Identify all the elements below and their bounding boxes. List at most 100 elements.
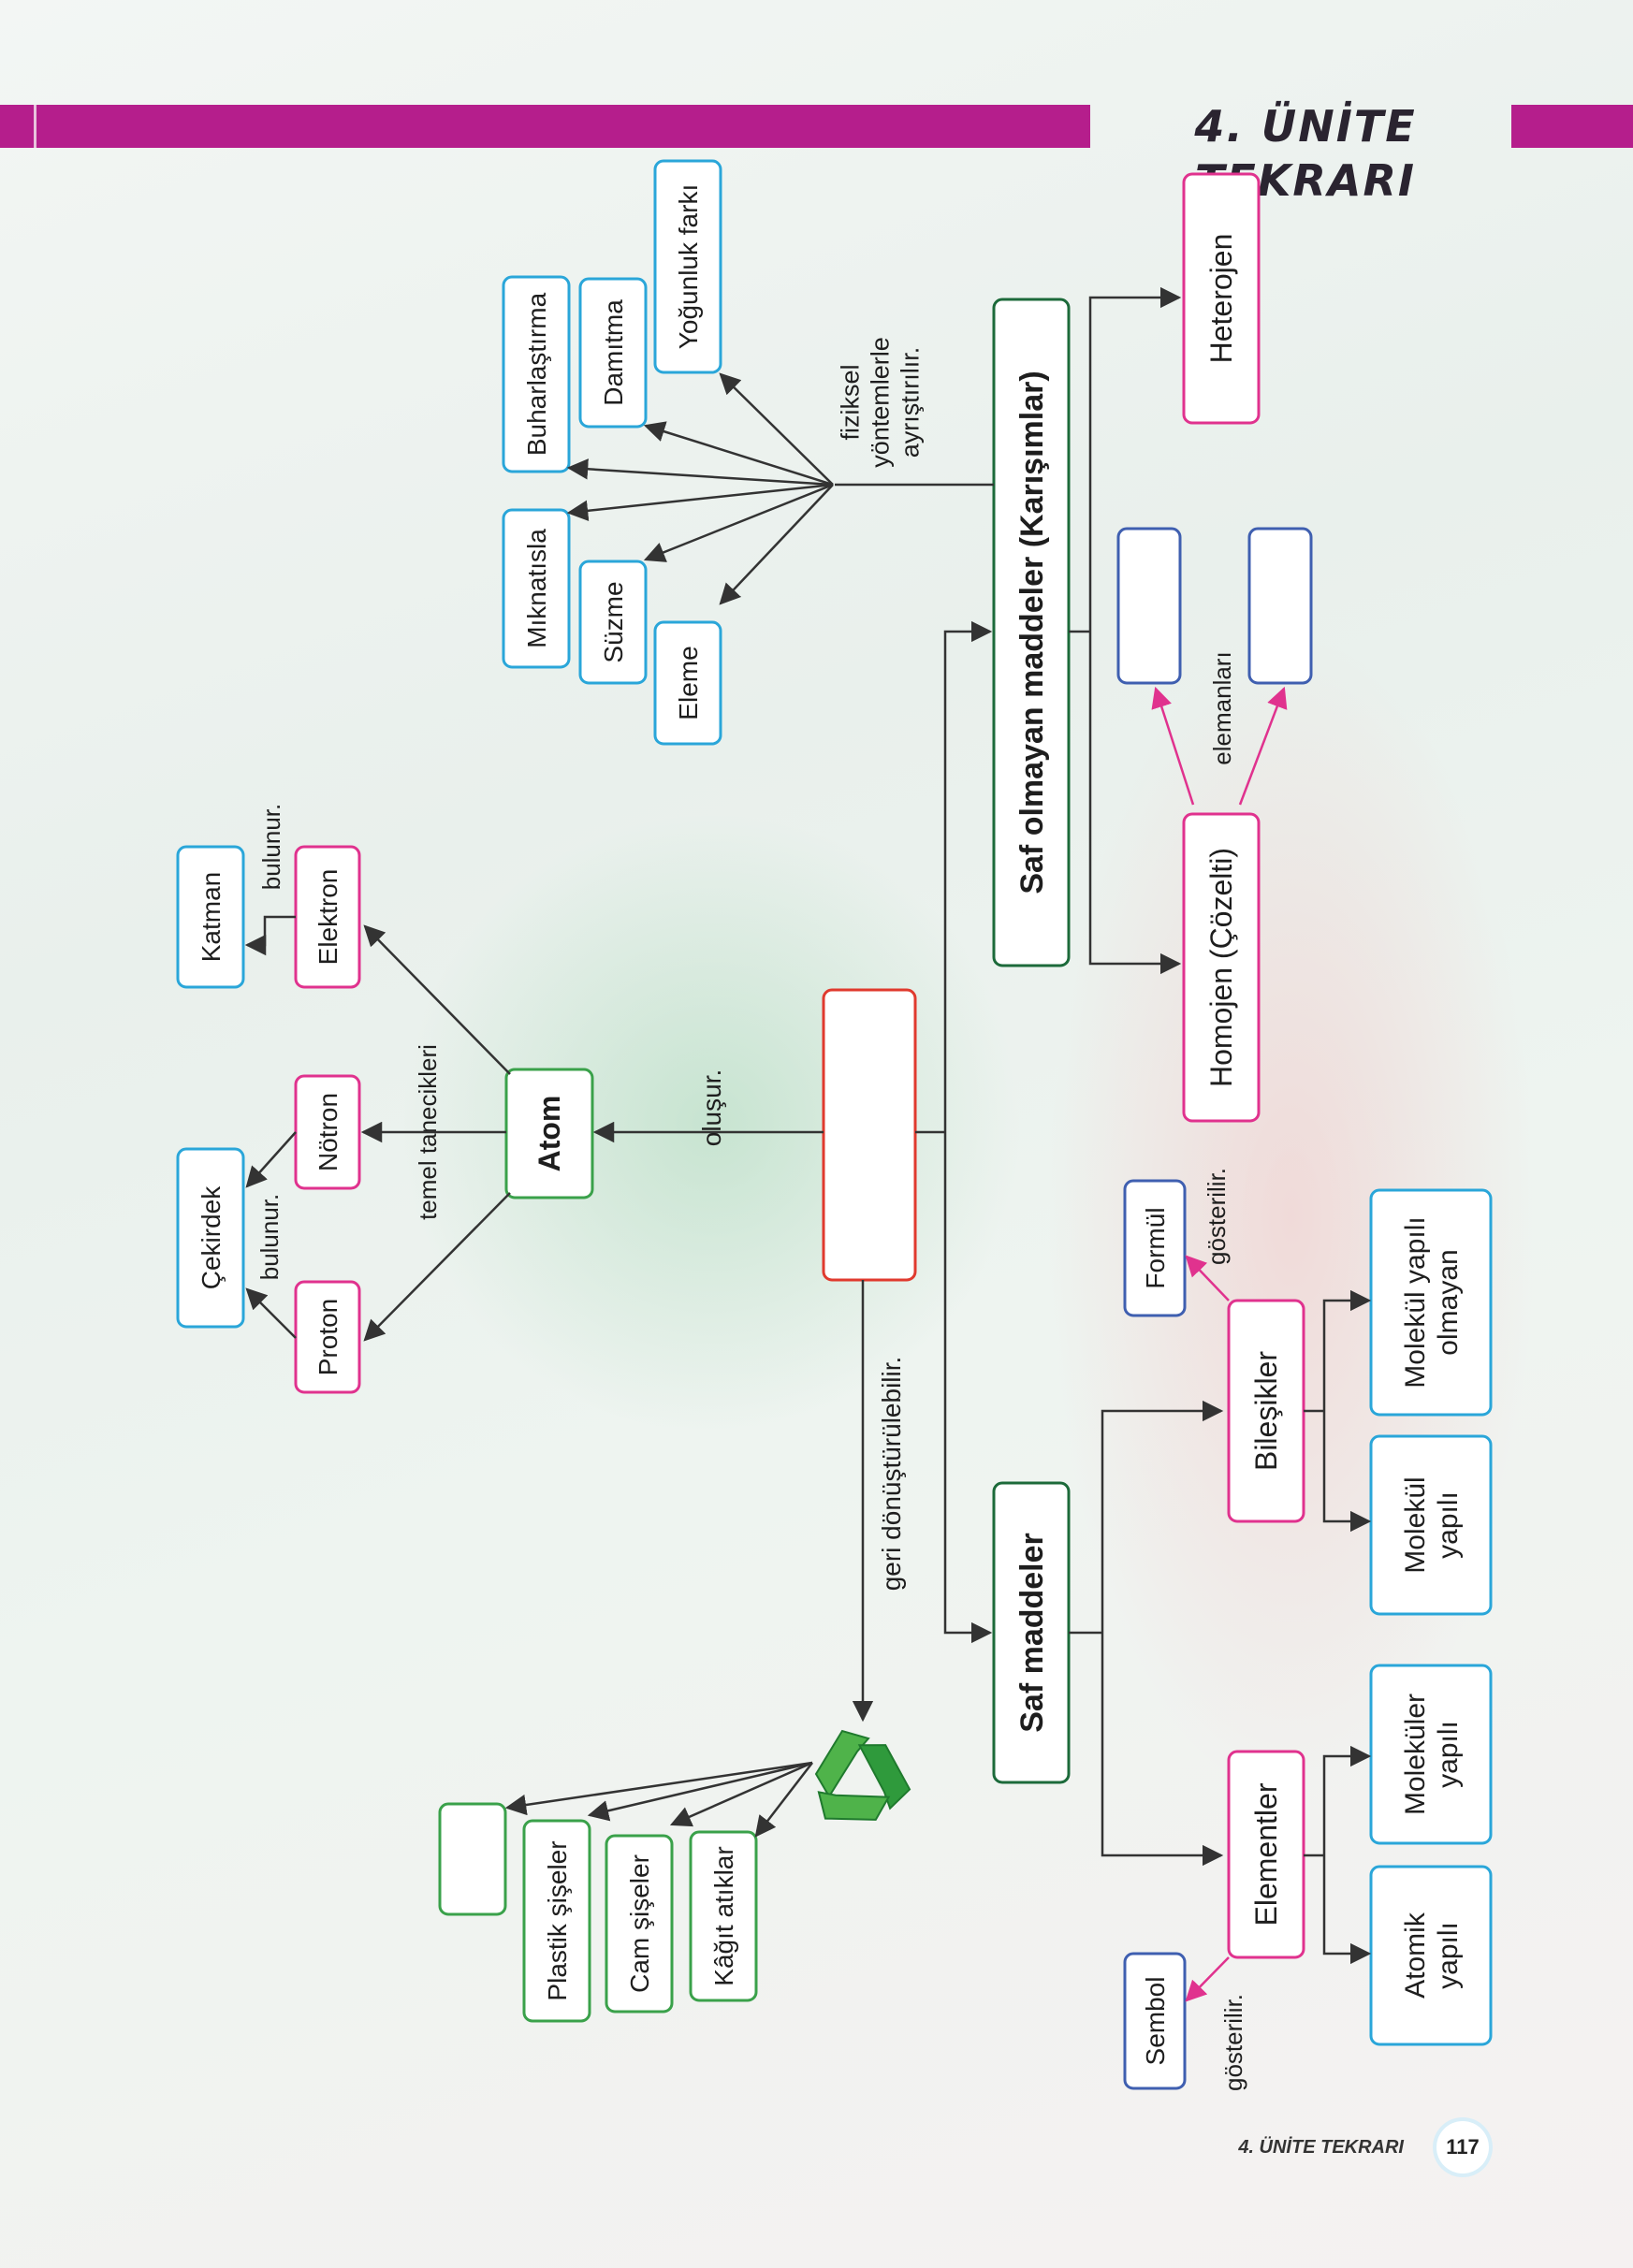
saf-to-bilesikler (1101, 1400, 1224, 1633)
method-yogunluk-farki-label: Yoğunluk farkı (674, 184, 703, 349)
homojen-blank-1 (1116, 527, 1182, 685)
notron-box: Nötron (294, 1074, 361, 1190)
svg-text:Molekül yapılı: Molekül yapılı (1400, 1216, 1431, 1388)
sembol-box: Sembol (1123, 1952, 1187, 2090)
svg-text:Plastik şişeler: Plastik şişeler (543, 1840, 572, 2000)
recycle-kagit-atiklar-label: Kâğıt atıklar (709, 1846, 738, 1985)
karisim-to-heterojen (1088, 286, 1182, 632)
karisim-to-homojen (1088, 632, 1182, 975)
svg-text:bulunur.: bulunur. (257, 804, 285, 891)
cekirdek-box: Çekirdek (176, 1147, 245, 1329)
header-stripe-edge (34, 105, 36, 148)
label-gosterilir-formul: gösterilir. (1203, 1168, 1231, 1265)
formul-box: Formül (1123, 1179, 1187, 1317)
svg-text:Çekirdek: Çekirdek (197, 1185, 226, 1289)
svg-text:elemanları: elemanları (1208, 651, 1236, 764)
recycle-plastik-siseler-arrow (587, 1761, 813, 1822)
svg-text:yapılı: yapılı (1433, 1491, 1464, 1559)
footer-label: 4. ÜNİTE TEKRARI (1238, 2137, 1404, 2158)
svg-text:Heterojen: Heterojen (1204, 234, 1238, 364)
elektron-box-label: Elektron (313, 869, 343, 966)
method-miknatisla-label: Mıknatısla (522, 529, 551, 648)
katman-box-label: Katman (197, 872, 226, 963)
svg-text:Kâğıt atıklar: Kâğıt atıklar (709, 1846, 738, 1985)
recycle-cam-siseler-label: Cam şişeler (625, 1854, 654, 1993)
svg-text:yapılı: yapılı (1433, 1922, 1464, 1989)
recycle-cam-siseler: Cam şişeler (605, 1834, 674, 2014)
bilesikler-box: Bileşikler (1227, 1299, 1305, 1523)
trunk-up (943, 620, 993, 1132)
recycle-blank (438, 1802, 507, 1916)
heterojen-box-label: Heterojen (1204, 234, 1238, 364)
atom-box-label: Atom (532, 1096, 566, 1172)
svg-text:Saf maddeler: Saf maddeler (1014, 1533, 1050, 1733)
svg-text:Mıknatısla: Mıknatısla (522, 529, 551, 648)
elektron-box: Elektron (294, 845, 361, 989)
method-miknatisla: Mıknatısla (502, 508, 571, 669)
recycle-plastik-siseler-label: Plastik şişeler (543, 1840, 572, 2000)
svg-text:gösterilir.: gösterilir. (1203, 1168, 1231, 1265)
page-number: 117 (1436, 2121, 1489, 2174)
recycle-blank-arrow (504, 1761, 813, 1816)
method-eleme-label: Eleme (674, 646, 703, 720)
trunk-down (943, 1132, 993, 1644)
svg-text:Saf olmayan maddeler (Karışıml: Saf olmayan maddeler (Karışımlar) (1014, 371, 1050, 894)
saf-to-elementler (1101, 1633, 1224, 1867)
cekirdek-box-label: Çekirdek (197, 1185, 226, 1289)
svg-text:Süzme: Süzme (599, 581, 628, 662)
atom-to-elektron-arrow (363, 924, 511, 1075)
bilesik-to-molekul (1322, 1411, 1372, 1533)
notron-box-label: Nötron (313, 1093, 343, 1171)
proton-to-cekirdek-arrow (245, 1287, 297, 1339)
recycle-plastik-siseler: Plastik şişeler (522, 1819, 591, 2023)
svg-text:Yoğunluk farkı: Yoğunluk farkı (674, 184, 703, 349)
svg-text:Atomik: Atomik (1400, 1912, 1431, 1999)
label-bulunur-nucleus: bulunur. (255, 1194, 284, 1281)
saf-maddeler-box-label: Saf maddeler (1014, 1533, 1050, 1733)
svg-text:Moleküler: Moleküler (1400, 1694, 1431, 1815)
svg-text:Nötron: Nötron (313, 1093, 343, 1171)
elementler-box-label: Elementler (1249, 1782, 1283, 1926)
svg-text:Buharlaştırma: Buharlaştırma (522, 292, 551, 456)
elektron-to-katman-arrow (244, 915, 296, 956)
method-suzme: Süzme (578, 560, 648, 685)
svg-text:Proton: Proton (313, 1299, 343, 1376)
header-stripe-right (1511, 105, 1633, 148)
svg-text:Atom: Atom (532, 1096, 566, 1172)
method-damitma-label: Damıtma (599, 299, 628, 406)
homojen-blank-2 (1247, 527, 1313, 685)
method-damitma: Damıtma (578, 277, 648, 429)
sembol-box-label: Sembol (1141, 1977, 1170, 2066)
svg-text:geri dönüştürülebilir.: geri dönüştürülebilir. (877, 1357, 906, 1592)
method-eleme-arrow (719, 484, 834, 605)
svg-text:Elementler: Elementler (1249, 1782, 1283, 1926)
svg-text:Damıtma: Damıtma (599, 299, 628, 406)
method-yogunluk-farki-arrow (719, 372, 834, 486)
svg-text:fiziksel: fiziksel (837, 364, 865, 440)
notron-to-cekirdek-arrow (245, 1131, 297, 1188)
katman-box: Katman (176, 845, 245, 989)
method-damitma-arrow (643, 421, 834, 487)
formul-box-label: Formül (1141, 1207, 1170, 1288)
proton-box-label: Proton (313, 1299, 343, 1376)
svg-text:Eleme: Eleme (674, 646, 703, 720)
karisimlar-box: Saf olmayan maddeler (Karışımlar) (992, 298, 1071, 967)
svg-text:yapılı: yapılı (1433, 1721, 1464, 1788)
label-olusur: oluşur. (697, 1069, 726, 1147)
svg-text:Bileşikler: Bileşikler (1249, 1351, 1283, 1471)
svg-text:Katman: Katman (197, 872, 226, 963)
homojen-to-blank-2 (1238, 686, 1288, 806)
center-blank-box (822, 988, 917, 1282)
recycle-cam-siseler-arrow (669, 1761, 813, 1827)
method-buharlastirma: Buharlaştırma (502, 275, 571, 473)
recycle-kagit-atiklar: Kâğıt atıklar (689, 1830, 758, 2002)
svg-text:Molekül: Molekül (1400, 1476, 1431, 1573)
